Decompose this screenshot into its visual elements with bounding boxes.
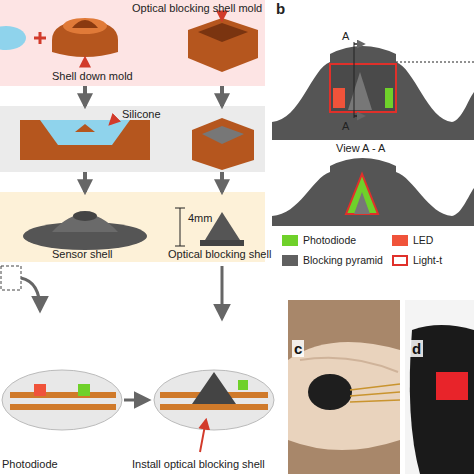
- sensor-board: [154, 370, 274, 430]
- installed-shell: [192, 372, 236, 404]
- mold-bump: [72, 20, 98, 28]
- photodiode-chip: [78, 384, 90, 396]
- section-line: [354, 42, 355, 118]
- photo-background: [405, 300, 474, 474]
- annotation-label: View A - A: [336, 142, 385, 155]
- flow-arrow: [21, 278, 40, 310]
- sensor-section: [272, 46, 452, 140]
- step-label: Sensor shell: [52, 248, 113, 261]
- legend-swatch: [282, 235, 298, 246]
- mold-core: [75, 124, 95, 132]
- dome-dimple: [73, 211, 97, 221]
- step-label: Optical blocking shell: [168, 248, 271, 261]
- sensor-board: [2, 370, 122, 430]
- panel-letter: c: [292, 340, 304, 357]
- annotation-label: Install optical blocking shell: [132, 458, 265, 471]
- sensor-photo: [308, 374, 352, 410]
- detail-box: [1, 266, 21, 290]
- leader-arrow: [84, 58, 86, 64]
- step-label: Silicone: [122, 108, 161, 121]
- glove: [410, 325, 474, 474]
- wire-strip: [10, 392, 116, 410]
- sensor-section: [452, 188, 474, 226]
- shell-down-mold: [52, 20, 118, 57]
- annotation-label: A: [342, 30, 349, 43]
- step-label: Shell down mold: [52, 70, 133, 83]
- light-tight-box: [330, 64, 396, 112]
- panel-letter: d: [410, 340, 423, 357]
- leader-arrow: [221, 14, 223, 20]
- silicone-fill: [202, 126, 244, 144]
- mold-cavity: [198, 23, 248, 42]
- finger-crease: [300, 358, 398, 372]
- flow-arrow: [220, 86, 224, 106]
- annotation-label: A: [342, 120, 349, 133]
- legend-entry: Light-t: [392, 254, 442, 266]
- legend-text: Photodiode: [303, 234, 356, 246]
- flow-arrow: [220, 172, 224, 192]
- blocking-pyramid: [354, 192, 370, 214]
- legend-entry: Photodiode: [282, 234, 356, 246]
- photodiode-chip: [238, 380, 248, 390]
- mold-top: [63, 18, 107, 34]
- mold-section: [20, 120, 150, 160]
- legend-entry: Blocking pyramid: [282, 254, 383, 266]
- flow-arrow: [124, 399, 148, 402]
- led-mark: [333, 88, 345, 108]
- leader-arrow: [200, 420, 206, 452]
- legend-text: Blocking pyramid: [303, 254, 383, 266]
- legend-swatch: [392, 255, 408, 266]
- legend-entry: LED: [392, 234, 433, 246]
- step-label: Optical blocking shell mold: [132, 2, 262, 15]
- photo-background: [288, 300, 400, 474]
- section-arrow: [354, 43, 364, 45]
- flow-arrow: [221, 266, 224, 318]
- sensor-section: [272, 158, 452, 226]
- legend-swatch: [392, 235, 408, 246]
- blocking-pyramid: [348, 72, 372, 110]
- led-chip: [34, 384, 46, 396]
- wire-photo: [350, 384, 400, 402]
- step-label: 4mm: [188, 212, 212, 225]
- photodiode-mark: [385, 88, 393, 108]
- red-glow: [436, 372, 468, 400]
- finger: [288, 342, 400, 450]
- panel-letter: b: [276, 0, 285, 17]
- flow-arrow: [83, 172, 87, 192]
- silicone-fill: [40, 120, 130, 145]
- sensor-section: [452, 92, 474, 140]
- legend-text: LED: [413, 234, 433, 246]
- legend-text: Light-t: [413, 254, 442, 266]
- reference-line: [396, 62, 474, 63]
- shell-base: [200, 240, 244, 246]
- flow-arrow: [83, 86, 87, 106]
- section-arrow: [354, 115, 364, 117]
- photodiode-view: [346, 174, 378, 214]
- legend-swatch: [282, 255, 298, 266]
- annotation-label: Photodiode: [2, 458, 58, 471]
